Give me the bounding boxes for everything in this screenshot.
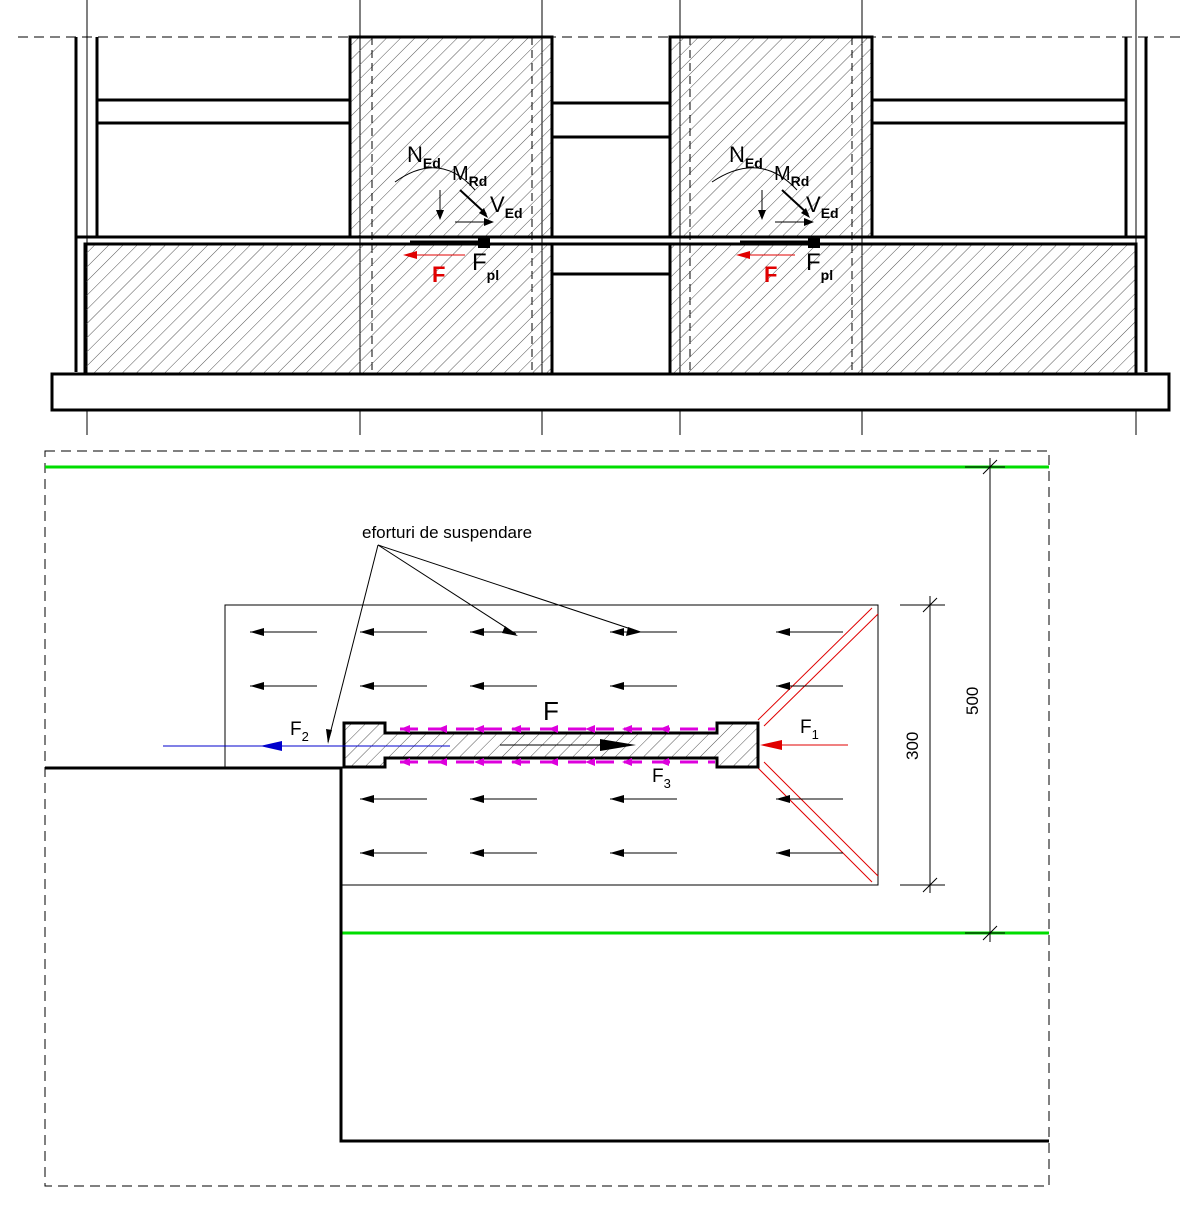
suspension-arrowhead	[610, 628, 624, 636]
middle-panel	[552, 101, 670, 276]
right-panel	[872, 37, 1148, 372]
bond-arrowhead	[659, 725, 669, 733]
suspension-arrowhead	[250, 682, 264, 690]
bond-arrowhead	[622, 725, 632, 733]
bottom-plan: eforturi de suspendare F F1 F2 F3 300	[44, 450, 1050, 1187]
left-f-pl-label: Fpl	[472, 249, 499, 283]
suspension-arrowhead	[360, 795, 374, 803]
left-n-ed-label: NEd	[407, 142, 441, 171]
bond-arrowhead	[659, 758, 669, 766]
suspension-arrowhead	[610, 795, 624, 803]
suspension-arrowhead	[360, 849, 374, 857]
suspension-arrowhead	[470, 628, 484, 636]
suspension-arrowhead	[360, 628, 374, 636]
bond-arrowhead	[622, 758, 632, 766]
anchor-bar	[342, 721, 760, 769]
right-force-detail	[711, 167, 820, 259]
bond-arrowhead	[474, 725, 484, 733]
bond-arrowhead	[511, 758, 521, 766]
right-v-ed-label: VEd	[806, 192, 839, 221]
suspension-arrowhead	[776, 628, 790, 636]
suspension-arrowhead	[360, 682, 374, 690]
bond-arrowhead	[585, 758, 595, 766]
bond-arrowhead	[400, 758, 410, 766]
force-f-label: F	[543, 696, 559, 726]
suspension-arrowhead	[470, 849, 484, 857]
suspension-zone	[224, 604, 879, 886]
dimension-300-label: 300	[903, 732, 922, 760]
force-f1-label: F1	[800, 717, 819, 742]
bond-arrowhead	[585, 725, 595, 733]
dimension-500	[965, 458, 1005, 942]
left-m-rd-label: MRd	[452, 163, 487, 189]
wall-outline	[45, 766, 1049, 1143]
annotation-leaders	[327, 544, 641, 743]
right-n-ed-label: NEd	[729, 142, 763, 171]
right-beam	[668, 242, 1138, 376]
annotation-label: eforturi de suspendare	[362, 523, 532, 542]
force-f2-label: F2	[290, 719, 309, 744]
bond-arrowhead	[474, 758, 484, 766]
right-column	[668, 35, 874, 239]
suspension-arrowhead	[470, 795, 484, 803]
right-f-label: F	[764, 262, 777, 287]
suspension-arrowhead	[776, 849, 790, 857]
bond-arrowhead	[437, 725, 447, 733]
force-f3-label: F3	[652, 766, 671, 791]
strut-lines	[757, 607, 879, 883]
right-m-rd-label: MRd	[774, 163, 809, 189]
top-elevation: NEd MRd VEd Fpl F NEd M	[18, 0, 1186, 435]
floor-slab	[50, 372, 1171, 412]
bond-arrowhead	[548, 758, 558, 766]
suspension-arrowhead	[610, 849, 624, 857]
suspension-arrowhead	[610, 682, 624, 690]
left-v-ed-label: VEd	[490, 192, 523, 221]
right-f-pl-label: Fpl	[806, 249, 833, 283]
bond-stress-arrowheads	[400, 725, 669, 766]
left-f-label: F	[432, 262, 445, 287]
bond-arrowhead	[548, 725, 558, 733]
suspension-arrowhead	[776, 682, 790, 690]
dimension-500-label: 500	[963, 687, 982, 715]
left-beam	[83, 242, 554, 376]
suspension-arrowhead	[776, 795, 790, 803]
suspension-arrowhead	[470, 682, 484, 690]
bond-arrowhead	[437, 758, 447, 766]
left-force-detail	[394, 167, 494, 259]
bond-arrowhead	[400, 725, 410, 733]
bond-arrowhead	[511, 725, 521, 733]
dimension-300	[900, 596, 945, 893]
suspension-arrows	[250, 628, 843, 857]
f1-arrow	[760, 740, 848, 750]
f2-arrow	[163, 741, 450, 751]
plan-dashed-border	[44, 450, 1050, 1187]
suspension-arrowhead	[250, 628, 264, 636]
left-panel	[74, 37, 350, 372]
